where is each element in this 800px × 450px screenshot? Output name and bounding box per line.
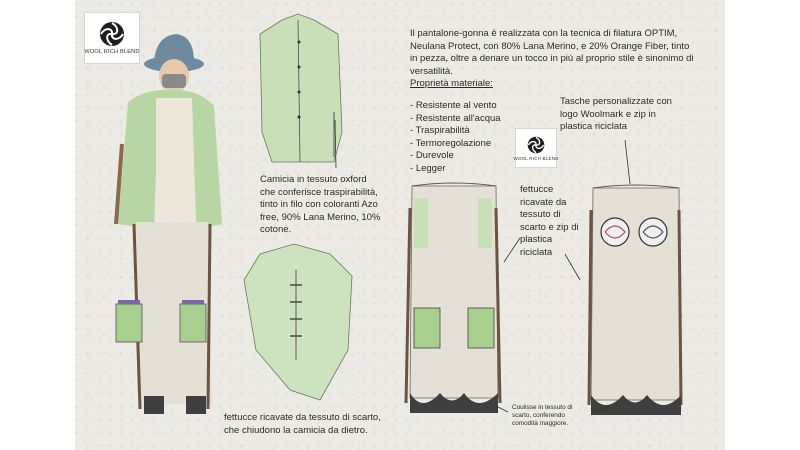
pants-back-illustration [587, 184, 683, 415]
logo-label-small: WOOL RICH BLEND [513, 155, 559, 161]
intro-text: Il pantalone-gonna è realizzata con la t… [410, 28, 694, 77]
property-item: Durevole [410, 150, 501, 163]
pants-front-illustration [404, 182, 502, 413]
wool-swirl-icon [527, 136, 545, 153]
drawstring-note: Coulisse in tessuto di scarto, conferend… [512, 404, 573, 427]
material-properties-list: Resistente al vento Resistente all'acqua… [410, 100, 501, 175]
wool-swirl-icon [100, 22, 124, 46]
model-figure-illustration [114, 34, 222, 414]
logo-label: WOOL RICH BLEND [84, 49, 140, 55]
strips-note-pants: fettucce ricavate da tessuto di scarto e… [520, 184, 579, 258]
property-item: Termoregolazione [410, 138, 501, 151]
material-properties-title: Proprietà materiale: [410, 78, 493, 89]
pockets-note: Tasche personalizzate con logo Woolmark … [560, 96, 672, 132]
property-item: Resistente al vento [410, 100, 501, 113]
property-item: Legger [410, 163, 501, 176]
property-item: Resistente all'acqua [410, 113, 501, 126]
shirt-note: Camicia in tessuto oxford che conferisce… [260, 174, 381, 235]
shirt-front-illustration [259, 13, 343, 163]
property-item: Traspirabilità [410, 125, 501, 138]
shirt-back-illustration [243, 243, 353, 401]
strips-note-shirt: fettucce ricavate da tessuto di scarto, … [224, 412, 381, 436]
woolmark-logo: WOOL RICH BLEND [84, 12, 140, 64]
woolmark-logo-small: WOOL RICH BLEND [513, 128, 559, 168]
